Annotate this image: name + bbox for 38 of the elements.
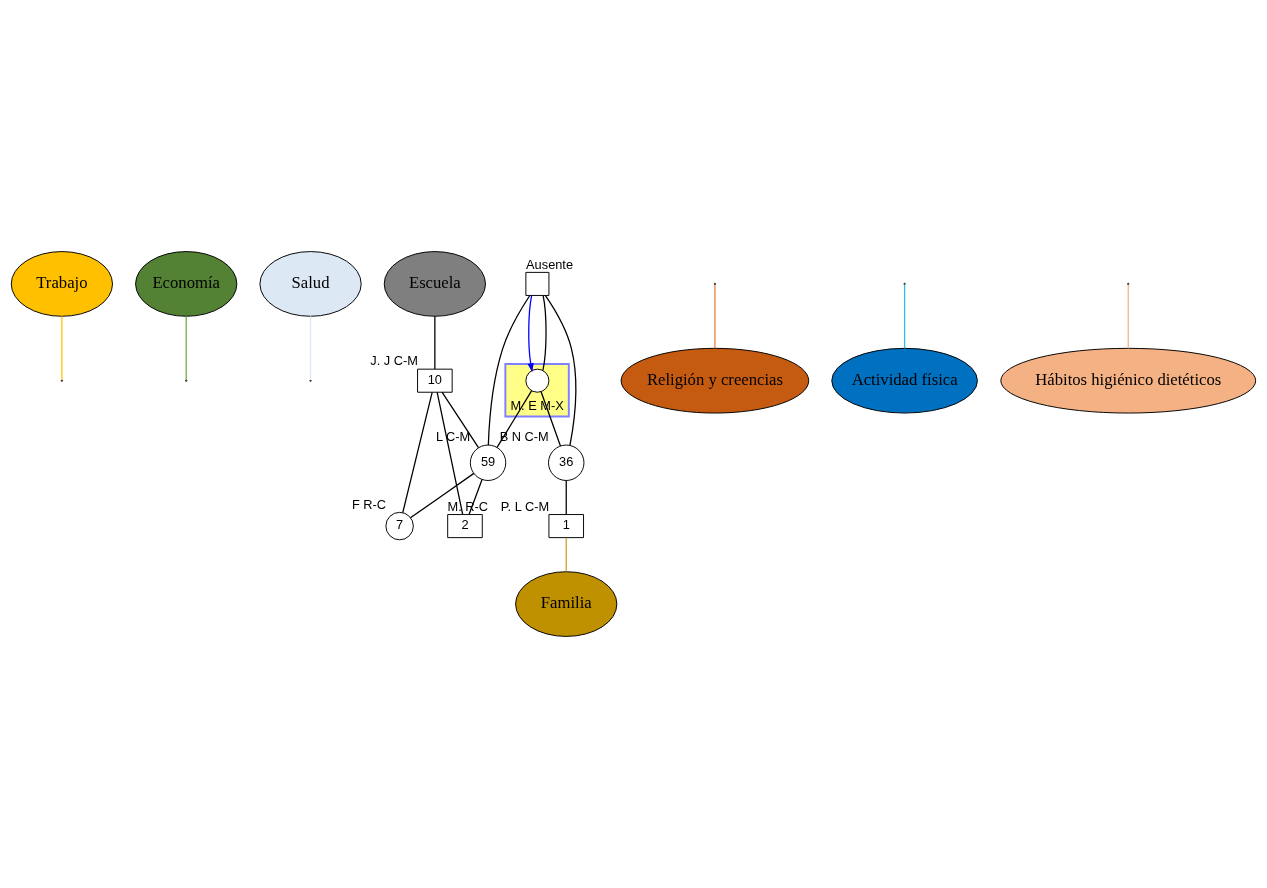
node-ellipse: Salud [259, 251, 362, 317]
connector [402, 391, 433, 514]
node-ellipse: Religión y creencias [620, 347, 810, 414]
connector [309, 315, 312, 381]
node-box [525, 271, 550, 296]
node-label: Ausente [526, 256, 574, 272]
node-ellipse: Familia [515, 571, 618, 637]
node-ellipse: Trabajo [10, 251, 113, 317]
connector [441, 391, 480, 449]
node-box: 10 [417, 368, 453, 393]
node-ellipse: Actividad física [831, 347, 978, 414]
connector [436, 391, 464, 516]
node-circle: 36 [548, 444, 585, 481]
connector [496, 390, 533, 448]
node-ellipse: Economía [135, 251, 238, 317]
node-box: 1 [548, 514, 584, 539]
connector [61, 315, 63, 381]
node-box: 2 [447, 514, 483, 539]
connector [434, 315, 436, 370]
node-ellipse: Hábitos higiénico dietéticos [1000, 347, 1257, 414]
connector [565, 537, 567, 573]
arrow [527, 294, 534, 373]
connector [903, 284, 906, 349]
connector [714, 284, 716, 349]
node-label: J. J C-M [370, 353, 418, 369]
node-label: P. L C-M [500, 498, 550, 514]
node-circle: 59 [469, 444, 507, 481]
node-ellipse: Escuela [383, 251, 486, 317]
connector [487, 294, 531, 446]
node-circle: 7 [385, 511, 414, 541]
connector [185, 315, 187, 381]
connector [409, 472, 475, 519]
node-circle [525, 368, 550, 393]
connector [544, 295, 577, 447]
connector [1127, 284, 1129, 349]
node-label: F R-C [351, 496, 387, 512]
connector [565, 479, 567, 516]
connector [542, 294, 547, 371]
